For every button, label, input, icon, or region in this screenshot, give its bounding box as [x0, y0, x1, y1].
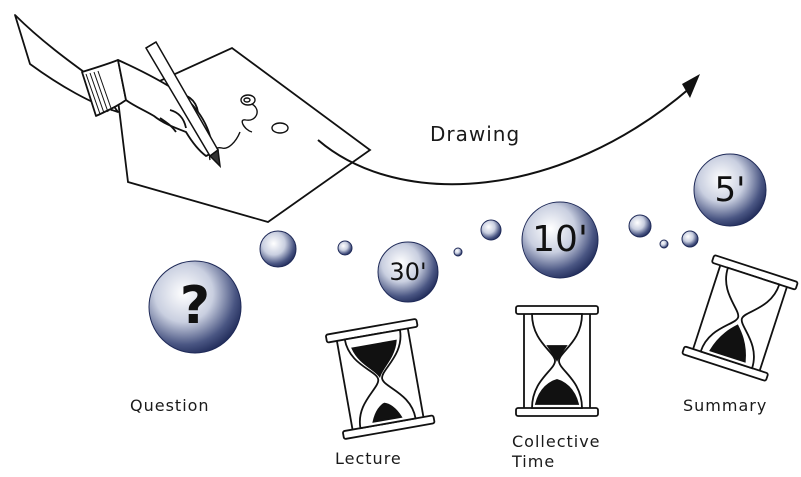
collective-time-label: Time	[512, 452, 555, 471]
hourglass-lecture-icon	[326, 319, 435, 439]
question-label: Question	[130, 396, 210, 415]
summary-label: Summary	[683, 396, 767, 415]
hourglass-collective-icon	[516, 306, 598, 416]
lecture-time-text: 30'	[378, 258, 438, 286]
lecture-label: Lecture	[335, 449, 402, 468]
question-mark: ?	[165, 276, 225, 336]
arrow-head	[682, 74, 700, 98]
summary-time-text: 5'	[700, 170, 760, 210]
decorative-bubbles	[260, 215, 698, 267]
collective-label: Collective	[512, 432, 601, 451]
drawing-label: Drawing	[430, 122, 520, 146]
hourglass-summary-icon	[682, 255, 798, 381]
paper-sheet	[118, 48, 370, 222]
collective-time-text: 10'	[520, 220, 600, 260]
